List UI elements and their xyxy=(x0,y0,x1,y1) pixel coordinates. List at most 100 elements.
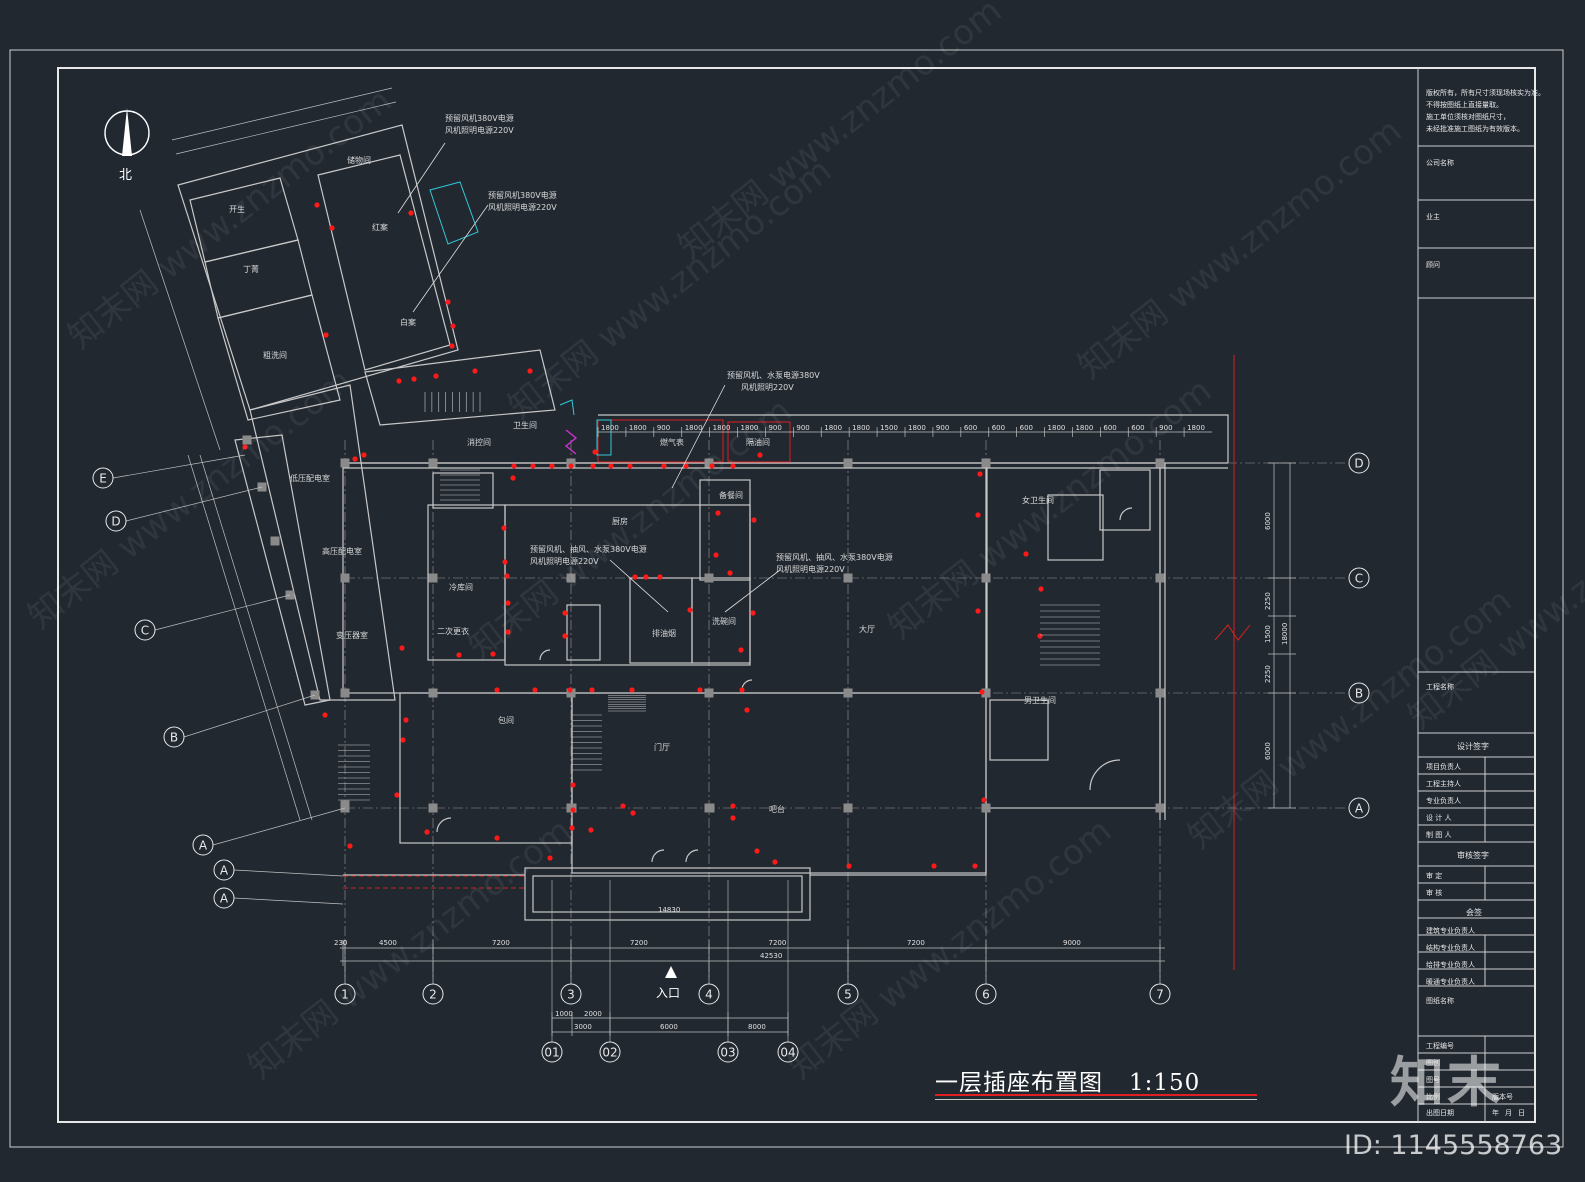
socket-marker xyxy=(972,863,978,869)
column xyxy=(981,573,991,583)
socket-marker xyxy=(772,859,778,865)
watermark-tile: 知末网 www.znzmo.com xyxy=(1071,111,1409,387)
dim-label-top: 1500 xyxy=(880,424,898,432)
socket-marker xyxy=(400,737,406,743)
axis-col-5-circle xyxy=(837,983,859,1005)
dim-label-right: 1500 xyxy=(1264,625,1272,643)
door-swing xyxy=(1089,759,1121,791)
socket-marker xyxy=(643,574,649,580)
column xyxy=(981,688,991,698)
socket-marker xyxy=(501,525,507,531)
note-vent-3: 预留风机、水泵电源380V xyxy=(727,371,820,380)
tb-note-2: 不得按图纸上直接量取。 xyxy=(1426,101,1503,109)
socket-marker xyxy=(323,332,329,338)
tb-design-row-2: 工程主持人 xyxy=(1426,780,1461,788)
socket-marker xyxy=(750,610,756,616)
socket-marker xyxy=(757,452,763,458)
socket-marker xyxy=(1038,586,1044,592)
dim-label-top: 900 xyxy=(657,424,670,432)
socket-marker xyxy=(568,463,574,469)
column xyxy=(340,800,350,810)
socket-marker xyxy=(570,782,576,788)
dim-line-left-top xyxy=(139,209,221,451)
door-swing xyxy=(685,849,699,863)
socket-marker xyxy=(472,368,478,374)
dim-label-top: 900 xyxy=(768,424,781,432)
axis-canopy-04-circle xyxy=(777,1041,799,1063)
column xyxy=(981,458,991,468)
socket-marker xyxy=(505,629,511,635)
axis-col-2-label: 2 xyxy=(429,988,437,1002)
dim-label-right: 6000 xyxy=(1264,512,1272,530)
socket-marker xyxy=(347,843,353,849)
wall-rect xyxy=(524,867,811,921)
socket-marker xyxy=(727,570,733,576)
axis-col-3-circle xyxy=(560,983,582,1005)
watermark-brand: 知末 xyxy=(1390,1051,1504,1114)
room-hongan: 红案 xyxy=(372,223,388,232)
wall-rect xyxy=(571,692,987,874)
room-bar: 吧台 xyxy=(769,805,785,814)
room-male-wc: 男卫生间 xyxy=(1024,696,1056,705)
socket-marker xyxy=(494,835,500,841)
column xyxy=(705,803,715,813)
axis-row-left-A-label: A xyxy=(199,839,208,853)
title-underline-red xyxy=(935,1094,1257,1096)
tb-design-sign: 设计签字 xyxy=(1457,742,1489,751)
tb-countersign: 会签 xyxy=(1466,908,1482,917)
socket-marker xyxy=(661,463,667,469)
dim-label-top: 900 xyxy=(796,424,809,432)
axis-col-7-label: 7 xyxy=(1156,988,1164,1002)
tb-review-row-1: 审 定 xyxy=(1426,872,1443,880)
watermark-tile: 知末网 www.znzmo.com xyxy=(1181,581,1519,857)
socket-marker xyxy=(730,815,736,821)
socket-marker xyxy=(687,607,693,613)
socket-marker xyxy=(456,652,462,658)
tb-counter-row-2: 结构专业负责人 xyxy=(1426,944,1475,952)
dim-label-bottom: 4500 xyxy=(379,939,397,947)
dim-label-bottom: 7200 xyxy=(907,939,925,947)
watermark-tile: 知末网 www.znzmo.com xyxy=(21,361,359,637)
room-storage: 储物间 xyxy=(347,156,371,165)
column xyxy=(340,573,350,583)
socket-marker xyxy=(549,463,555,469)
dimension-lines xyxy=(139,87,1296,1036)
socket-marker xyxy=(408,210,414,216)
axis-row-left-B-circle xyxy=(163,726,185,748)
tb-bottom-row-5: 出图日期 xyxy=(1426,1109,1454,1117)
axis-col-6-label: 6 xyxy=(982,988,990,1002)
room-prep: 备餐间 xyxy=(719,491,743,500)
axis-row-left-C-circle xyxy=(134,619,156,641)
dim-line-top-left2 xyxy=(175,101,397,155)
socket-marker xyxy=(424,829,430,835)
socket-marker xyxy=(975,608,981,614)
axis-row-right-B-label: B xyxy=(1355,687,1363,701)
axis-row-right-B-circle xyxy=(1348,682,1370,704)
column xyxy=(428,803,438,813)
tb-bottom-row-1: 工程编号 xyxy=(1426,1042,1454,1050)
room-gas: 燃气表 xyxy=(660,438,684,447)
socket-marker xyxy=(445,299,451,305)
axis-row-right-D-label: D xyxy=(1354,457,1363,471)
wing-wall xyxy=(217,294,341,421)
wall-rect xyxy=(1047,494,1104,561)
axis-leader xyxy=(112,454,246,479)
wall-rect xyxy=(629,577,693,664)
room-wc: 卫生间 xyxy=(513,421,537,430)
dim-label-top: 1800 xyxy=(741,424,759,432)
tb-review-row-2: 审 核 xyxy=(1426,889,1443,897)
socket-marker xyxy=(657,574,663,580)
socket-marker xyxy=(608,463,614,469)
note-vent-5b: 风机照明电源220V xyxy=(776,565,845,574)
tb-consultant: 顾问 xyxy=(1426,261,1440,269)
dim-label-top: 1800 xyxy=(629,424,647,432)
watermark-tile: 知末网 www.znzmo.com xyxy=(241,811,579,1087)
tb-design-row-4: 设 计 人 xyxy=(1426,814,1452,822)
socket-marker xyxy=(977,471,983,477)
dim-label-right: 2250 xyxy=(1264,665,1272,683)
axis-leader xyxy=(233,869,344,877)
tb-bottom-row-2: 图别 xyxy=(1426,1059,1440,1067)
socket-marker xyxy=(709,463,715,469)
room-second-change: 二次更衣 xyxy=(437,627,469,636)
